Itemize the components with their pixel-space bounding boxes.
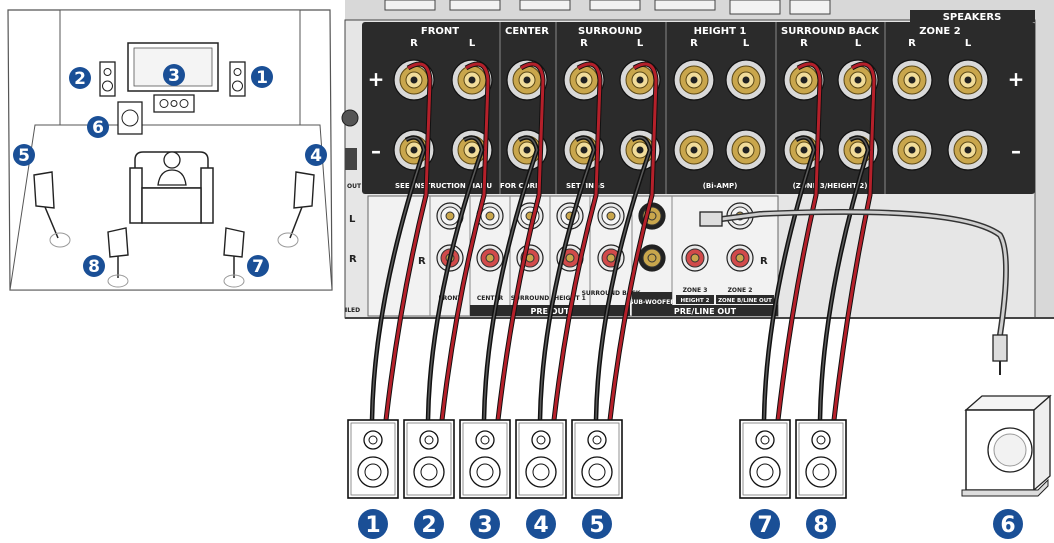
- bottom-speaker-1: [348, 420, 398, 498]
- height2-label: HEIGHT 2: [680, 298, 709, 304]
- side-l-label: L: [349, 214, 356, 225]
- room-badge-4: 4: [310, 146, 322, 166]
- plus-terminal-10[interactable]: [892, 60, 932, 100]
- group-label-front: FRONT: [421, 26, 459, 37]
- biamp-label: (Bi-AMP): [703, 182, 738, 190]
- bottom-badge-6: 6: [993, 509, 1023, 539]
- out-label: OUT: [347, 183, 362, 190]
- sofa-icon: [130, 152, 213, 223]
- surround-r-label: R: [580, 38, 588, 49]
- zone2-l-label: L: [965, 38, 972, 49]
- bottom-badge-3: 3: [470, 509, 500, 539]
- bottom-speaker-6: [740, 420, 790, 498]
- rca-jack-2-r[interactable]: [477, 245, 503, 271]
- bottom-badge-4: 4: [526, 509, 556, 539]
- room-badge-3: 3: [168, 66, 180, 86]
- front-right-speaker-icon: [230, 62, 245, 96]
- minus-terminal-11[interactable]: [948, 130, 988, 170]
- preout-r-right-label: R: [760, 256, 768, 267]
- plus-terminal-11[interactable]: [948, 60, 988, 100]
- bottom-badge-8: 8: [806, 509, 836, 539]
- bottom-speaker-7: [796, 420, 846, 498]
- group-label-height1: HEIGHT 1: [694, 26, 747, 37]
- minus-sign-left: –: [371, 139, 381, 163]
- bottom-speaker-3: [460, 420, 510, 498]
- plus-sign-right: +: [1008, 67, 1025, 91]
- surround-l-label: L: [637, 38, 644, 49]
- bottom-badge-label-7: 7: [757, 513, 772, 538]
- bottom-badge-7: 7: [750, 509, 780, 539]
- bottom-badge-label-8: 8: [813, 513, 828, 538]
- side-r-label: R: [349, 254, 357, 265]
- plus-sign-left: +: [368, 67, 385, 91]
- bottom-badge-1: 1: [358, 509, 388, 539]
- bottom-speaker-4: [516, 420, 566, 498]
- speakers-header: SPEAKERS: [943, 12, 1002, 23]
- rca-jack-5-l[interactable]: [598, 203, 624, 229]
- group-label-surround-back: SURROUND BACK: [781, 26, 880, 37]
- surround-back-r-label: R: [800, 38, 808, 49]
- zone-bline-label: ZONE B/LINE OUT: [718, 298, 772, 304]
- zone2-pre-label: ZONE 2: [728, 287, 753, 294]
- group-label-zone2: ZONE 2: [919, 26, 960, 37]
- surround-back-l-label: L: [855, 38, 862, 49]
- bottom-badge-label-5: 5: [589, 513, 604, 538]
- preline-title: PRE/LINE OUT: [674, 307, 737, 316]
- front-r-label: R: [410, 38, 418, 49]
- minus-sign-right: –: [1011, 139, 1021, 163]
- minus-terminal-10[interactable]: [892, 130, 932, 170]
- bottom-badge-label-6: 6: [1000, 513, 1015, 538]
- bottom-badge-label-2: 2: [421, 513, 436, 538]
- group-label-center: CENTER: [505, 26, 549, 37]
- bottom-badge-label-4: 4: [533, 513, 548, 538]
- subwoofer-room-icon: [118, 102, 142, 134]
- center-speaker-icon: [154, 95, 194, 112]
- room-badge-7: 7: [252, 257, 264, 277]
- front-left-speaker-icon: [100, 62, 115, 96]
- room-badge-1: 1: [256, 68, 268, 88]
- bottom-speakers: [348, 420, 846, 498]
- minus-terminal-6[interactable]: [674, 130, 714, 170]
- bottom-speaker-2: [404, 420, 454, 498]
- bottom-badge-5: 5: [582, 509, 612, 539]
- room-badge-6: 6: [92, 118, 104, 138]
- subwoofer-icon: [962, 396, 1050, 496]
- room-layout: 1 2 3 4 5 6 7 8: [8, 10, 332, 290]
- led-label: ILED: [345, 307, 360, 314]
- bottom-badge-label-1: 1: [365, 513, 380, 538]
- rca-jack-6-r[interactable]: [639, 245, 665, 271]
- height1-l-label: L: [743, 38, 750, 49]
- rca-jack-7-r[interactable]: [682, 245, 708, 271]
- room-badge-2: 2: [74, 69, 86, 89]
- subwoofer-label: SUB-WOOFER: [629, 299, 675, 306]
- zone2-r-label: R: [908, 38, 916, 49]
- settings-label: SETTINGS: [566, 182, 605, 190]
- for-corr-label: FOR CORR: [500, 182, 541, 190]
- room-badge-5: 5: [18, 146, 30, 166]
- bottom-badges: 1 2 3 4 5 7 8 6: [358, 509, 1023, 539]
- bottom-badge-label-3: 3: [477, 513, 492, 538]
- group-label-surround: SURROUND: [578, 26, 642, 37]
- preout-r-label: R: [418, 256, 426, 267]
- height1-r-label: R: [690, 38, 698, 49]
- minus-terminal-7[interactable]: [726, 130, 766, 170]
- rca-jack-8-r[interactable]: [727, 245, 753, 271]
- plus-terminal-6[interactable]: [674, 60, 714, 100]
- front-l-label: L: [469, 38, 476, 49]
- bottom-speaker-5: [572, 420, 622, 498]
- room-badge-8: 8: [88, 257, 100, 277]
- plus-terminal-7[interactable]: [726, 60, 766, 100]
- bottom-badge-2: 2: [414, 509, 444, 539]
- zone3-label: ZONE 3: [683, 287, 708, 294]
